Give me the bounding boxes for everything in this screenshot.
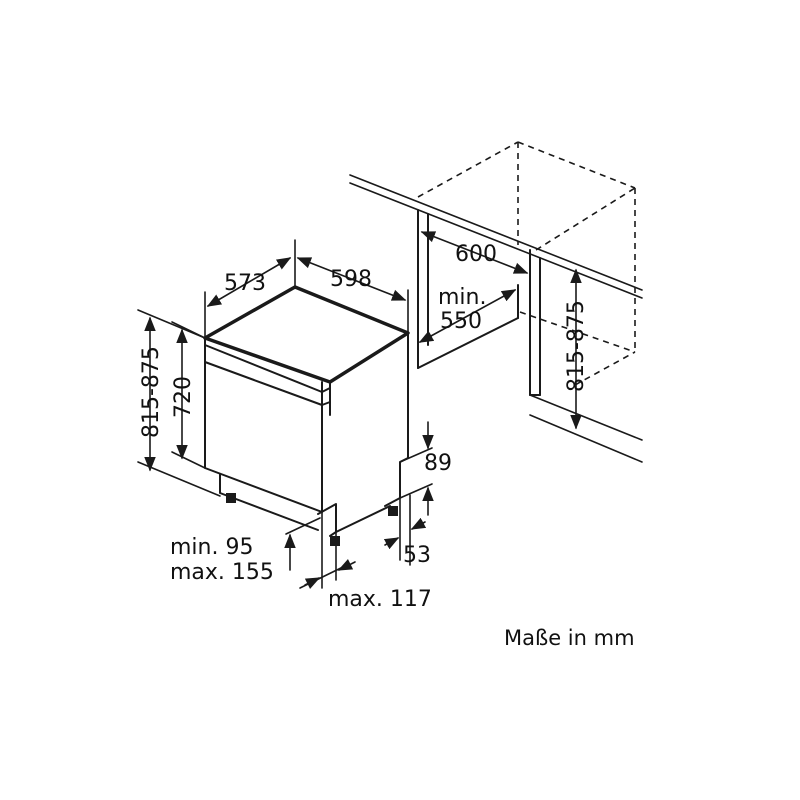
label-height-range-left: 815-875 — [139, 346, 164, 438]
label-plinth-depth-53: 53 — [403, 543, 431, 568]
label-width-598: 598 — [330, 267, 372, 292]
label-depth-573: 573 — [224, 271, 266, 296]
dishwasher-body — [203, 285, 410, 546]
label-foot-min: min. 95 — [170, 535, 253, 560]
dashed-cabinet-outline — [417, 141, 636, 386]
label-niche-depth-min: min. — [438, 285, 486, 310]
foot-rear-right — [388, 506, 398, 516]
label-niche-width-600: 600 — [455, 242, 497, 267]
label-height-720: 720 — [171, 376, 196, 418]
foot-front-left — [226, 493, 236, 503]
label-niche-depth-550: 550 — [440, 309, 482, 334]
label-foot-max: max. 155 — [170, 560, 274, 585]
kitchen-niche — [349, 141, 643, 463]
label-door-offset: max. 117 — [328, 587, 432, 612]
label-height-range-right: 815-875 — [564, 300, 589, 392]
units-note: Maße in mm — [504, 626, 635, 650]
label-plinth-height-89: 89 — [424, 451, 452, 476]
foot-front-right — [330, 536, 340, 546]
dimension-lines — [137, 231, 582, 589]
